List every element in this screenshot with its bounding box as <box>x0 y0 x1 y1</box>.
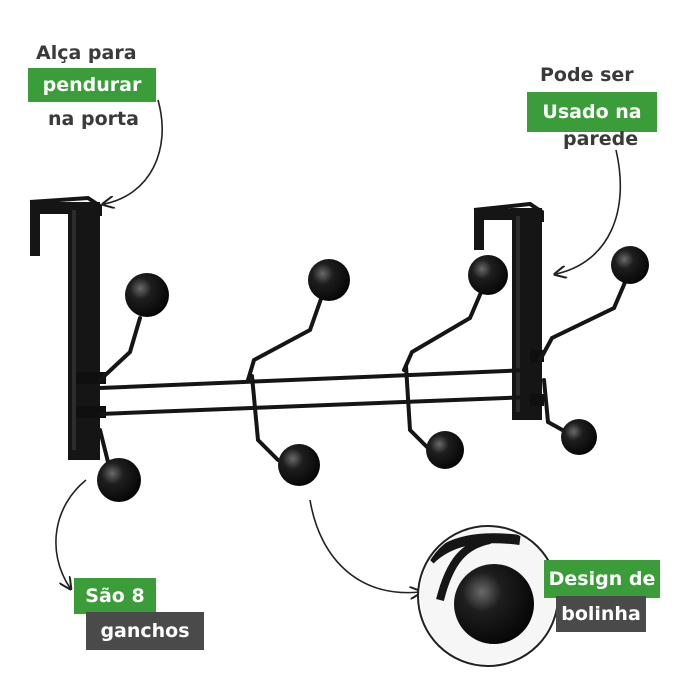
callout-hanger-line3: na porta <box>48 108 139 130</box>
annotation-arrows <box>55 99 622 593</box>
callout-ball-line2: bolinha <box>556 596 646 632</box>
callout-hanger-highlight: pendurar <box>28 68 156 102</box>
callout-ball-highlight: Design de <box>544 560 660 598</box>
callout-wall-line3: parede <box>563 128 639 150</box>
rails <box>99 368 531 416</box>
callout-wall-highlight: Usado na <box>527 92 657 132</box>
callout-wall-line1: Pode ser <box>540 64 634 86</box>
callout-hooks-highlight: São 8 <box>74 578 156 614</box>
zoom-detail-circle <box>417 525 559 667</box>
right-door-hanger <box>473 201 544 420</box>
left-door-hanger <box>29 195 106 460</box>
ball-knobs <box>97 246 649 502</box>
callout-hooks-line2: ganchos <box>86 612 204 650</box>
callout-hanger-line1: Alça para <box>36 42 137 64</box>
hook-wires <box>98 278 628 474</box>
